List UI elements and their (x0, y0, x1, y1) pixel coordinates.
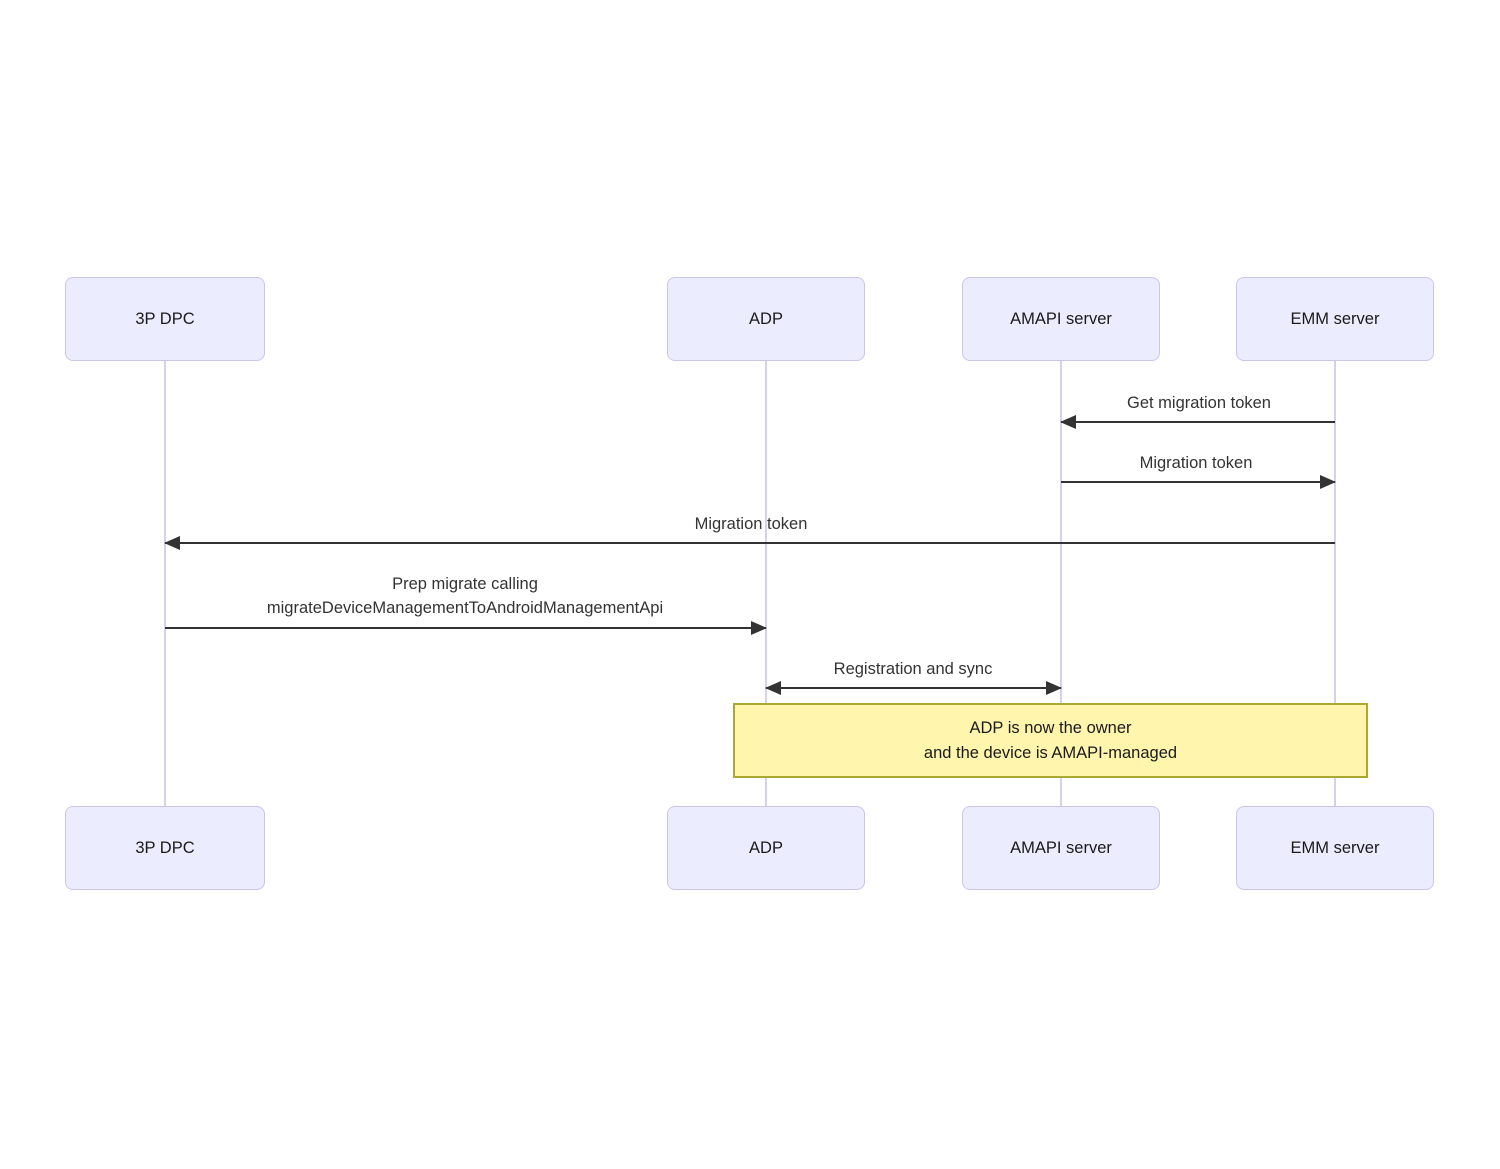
actor-label: ADP (749, 838, 783, 857)
message-label-line-1: Prep migrate calling (392, 575, 538, 593)
message-label-registration-and-sync: Registration and sync (833, 660, 993, 678)
actor-label: 3P DPC (135, 838, 195, 857)
actor-label: AMAPI server (1010, 838, 1112, 857)
actor-top-3p-dpc: 3P DPC (65, 277, 265, 361)
note-adp-owner: ADP is now the owner and the device is A… (733, 703, 1368, 778)
message-arrow-prep-migrate (165, 627, 766, 629)
message-label-get-migration-token: Get migration token (1127, 394, 1271, 412)
message-label-prep-migrate: Prep migrate calling migrateDeviceManage… (267, 572, 663, 620)
message-label-migration-token-to-emm: Migration token (1139, 454, 1253, 472)
actor-bottom-emm-server: EMM server (1236, 806, 1434, 890)
actor-top-amapi-server: AMAPI server (962, 277, 1160, 361)
actor-label: AMAPI server (1010, 309, 1112, 328)
message-arrow-migration-token-to-dpc (165, 542, 1335, 544)
lifeline-adp (765, 361, 767, 807)
lifeline-3p-dpc (164, 361, 166, 807)
actor-top-emm-server: EMM server (1236, 277, 1434, 361)
actor-label: ADP (749, 309, 783, 328)
actor-top-adp: ADP (667, 277, 865, 361)
lifeline-amapi-server (1060, 361, 1062, 807)
message-arrow-get-migration-token (1061, 421, 1335, 423)
message-label-line-2: migrateDeviceManagementToAndroidManageme… (266, 599, 664, 617)
actor-bottom-adp: ADP (667, 806, 865, 890)
actor-label: 3P DPC (135, 309, 195, 328)
message-arrow-migration-token-to-emm (1061, 481, 1335, 483)
note-line-2: and the device is AMAPI-managed (923, 743, 1178, 762)
message-label-migration-token-to-dpc: Migration token (694, 515, 808, 533)
note-line-1: ADP is now the owner (969, 718, 1132, 737)
actor-label: EMM server (1290, 838, 1380, 857)
actor-bottom-amapi-server: AMAPI server (962, 806, 1160, 890)
lifeline-emm-server (1334, 361, 1336, 807)
message-arrow-registration-and-sync (766, 687, 1061, 689)
actor-label: EMM server (1290, 309, 1380, 328)
actor-bottom-3p-dpc: 3P DPC (65, 806, 265, 890)
